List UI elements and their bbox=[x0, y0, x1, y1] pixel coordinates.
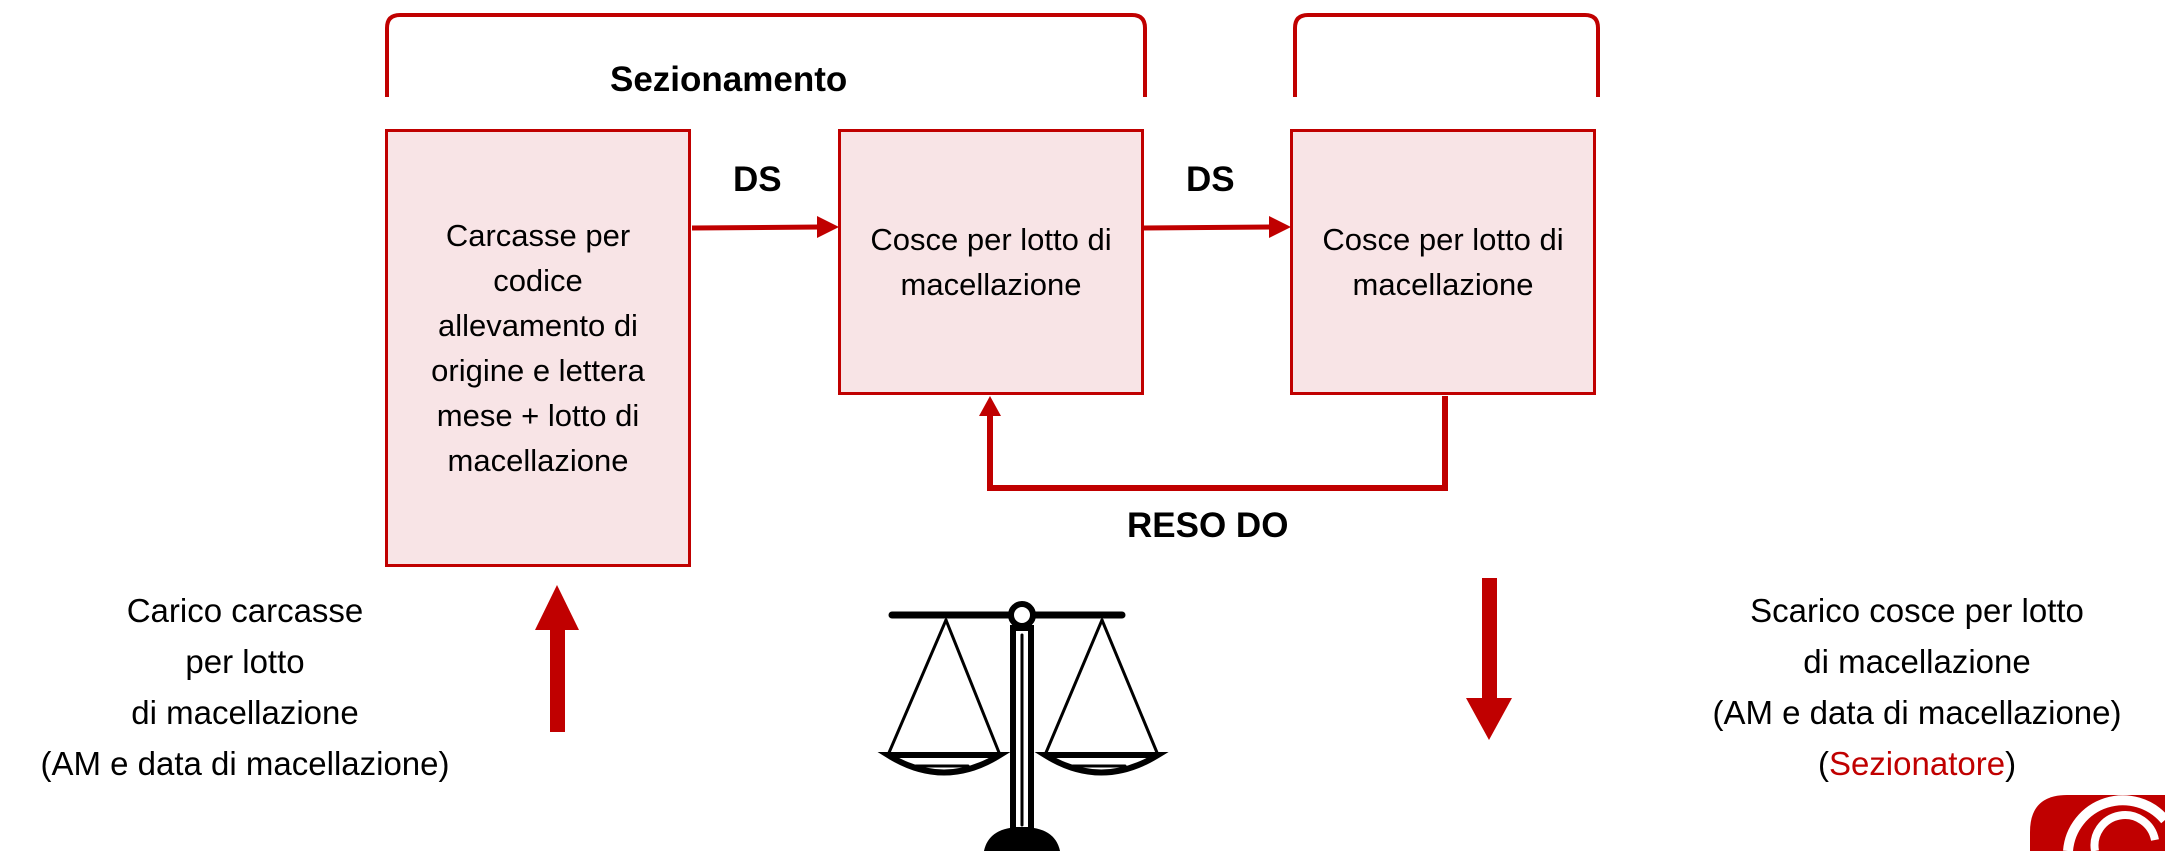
box-text-line: Carcasse per bbox=[445, 218, 631, 253]
box-text-line: allevamento di bbox=[438, 308, 638, 343]
right-bracket bbox=[1293, 13, 1600, 97]
cosce-box-1: Cosce per lotto di macellazione bbox=[838, 129, 1144, 395]
paren-open: ( bbox=[1817, 745, 1829, 782]
ds-label-1: DS bbox=[733, 160, 782, 199]
box-text-line: Cosce per lotto di bbox=[870, 222, 1112, 257]
logo-icon bbox=[2030, 795, 2165, 851]
box-text-line: codice bbox=[493, 263, 583, 298]
carico-text: Carico carcasse per lotto di macellazion… bbox=[0, 585, 490, 789]
carico-line: di macellazione bbox=[131, 694, 359, 731]
box-text-line: macellazione bbox=[447, 443, 629, 478]
paren-close: ) bbox=[2005, 745, 2017, 782]
sezionamento-bracket bbox=[385, 13, 1147, 97]
scarico-text: Scarico cosce per lotto di macellazione … bbox=[1672, 585, 2162, 789]
carcasse-box: Carcasse per codice allevamento di origi… bbox=[385, 129, 691, 567]
box-text-line: macellazione bbox=[900, 267, 1082, 302]
box-text-line: origine e lettera bbox=[431, 353, 645, 388]
scarico-actor-line: (Sezionatore) bbox=[1672, 738, 2162, 789]
reso-do-arrow bbox=[979, 396, 1448, 491]
cosce-box-2: Cosce per lotto di macellazione bbox=[1290, 129, 1596, 395]
scarico-line: di macellazione bbox=[1803, 643, 2031, 680]
ds-label-2: DS bbox=[1186, 160, 1235, 199]
scarico-line: Scarico cosce per lotto bbox=[1750, 592, 2084, 629]
ds-arrow-2 bbox=[1142, 216, 1291, 238]
scale-icon bbox=[877, 601, 1169, 851]
reso-do-label: RESO DO bbox=[1127, 506, 1289, 545]
box-text-line: mese + lotto di bbox=[436, 398, 640, 433]
carico-line: Carico carcasse bbox=[126, 592, 364, 629]
ds-arrow-1 bbox=[691, 216, 839, 238]
box-text-line: macellazione bbox=[1352, 267, 1534, 302]
scarico-line: (AM e data di macellazione) bbox=[1712, 694, 2122, 731]
scarico-down-arrow bbox=[1466, 578, 1512, 740]
carico-up-arrow bbox=[535, 585, 579, 732]
sezionatore-label: Sezionatore bbox=[1828, 745, 2006, 782]
carico-line: per lotto bbox=[185, 643, 305, 680]
box-text-line: Cosce per lotto di bbox=[1322, 222, 1564, 257]
carico-line: (AM e data di macellazione) bbox=[40, 745, 450, 782]
page-title: Sezionamento bbox=[610, 60, 848, 99]
